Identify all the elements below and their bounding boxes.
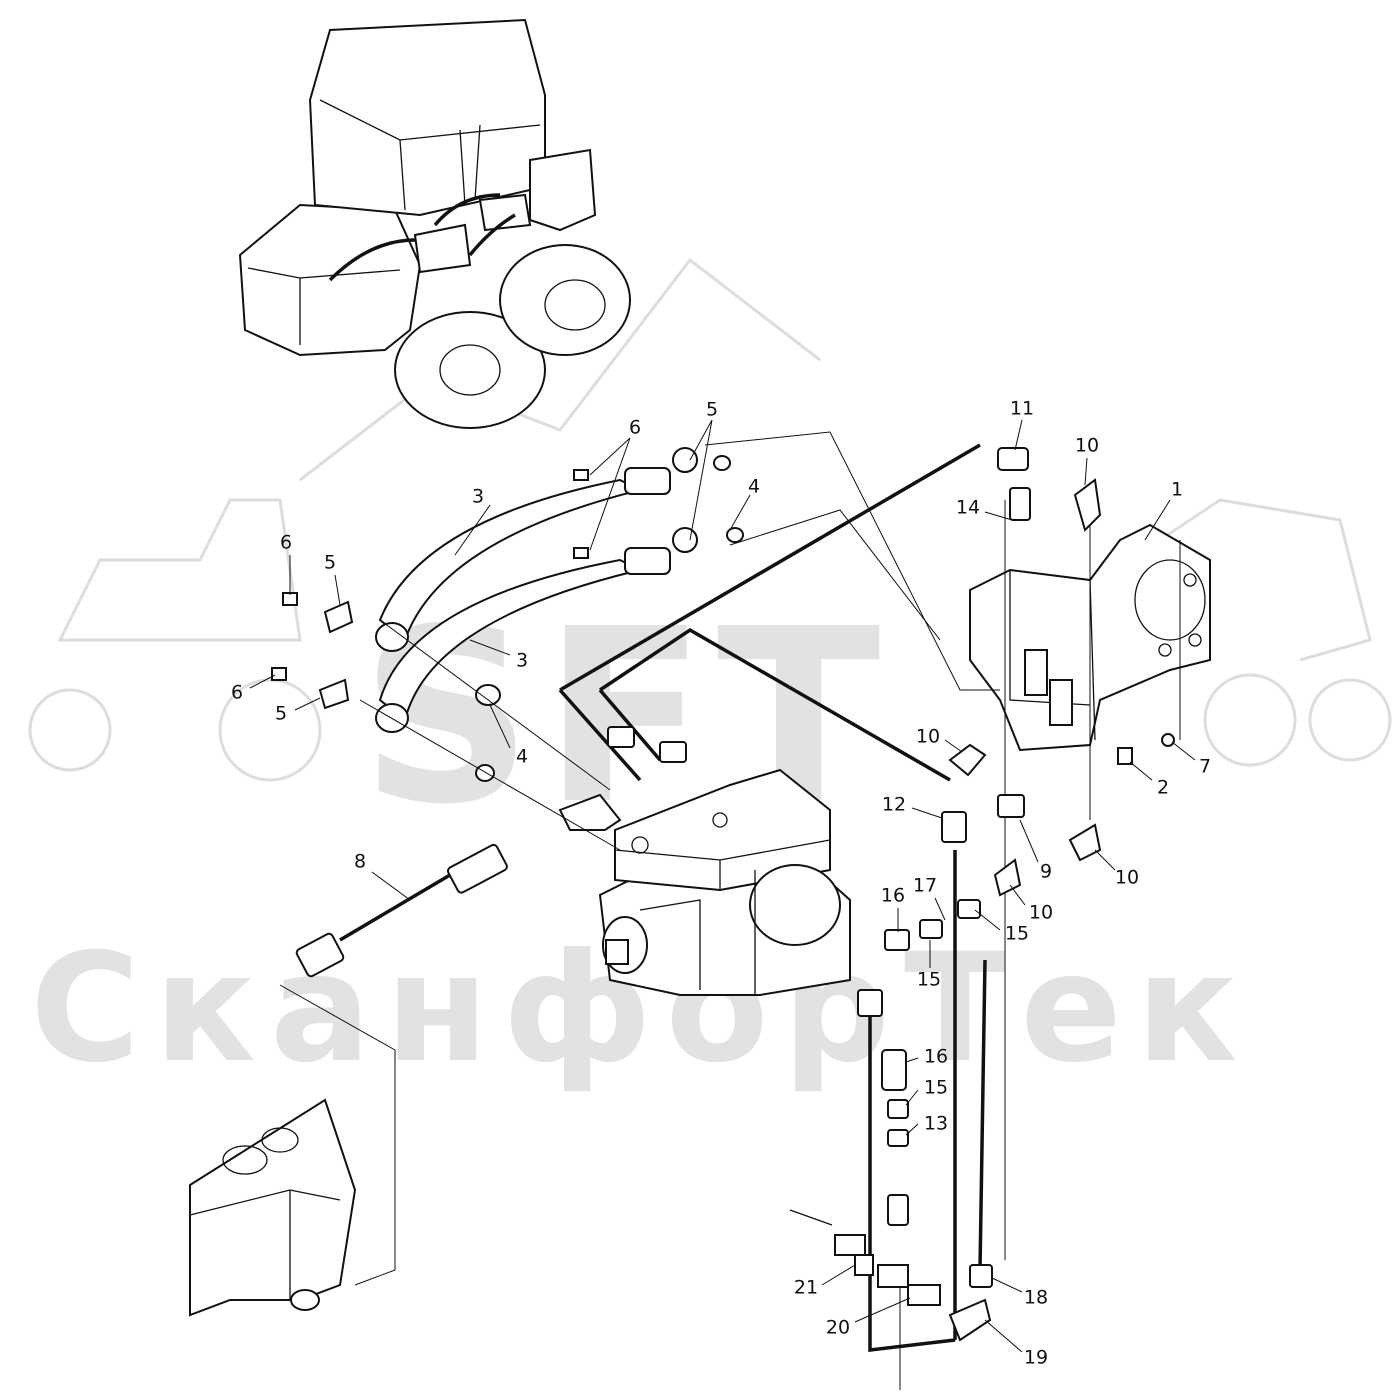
- pipes: [279, 431, 1181, 1390]
- main-pump: [598, 768, 851, 996]
- hydraulic-tank: [189, 1098, 357, 1317]
- machine-overview: [238, 18, 631, 429]
- callouts: 11 10 1 14 5 6 4 3 6 5 3 6 5 10 4 7 2 12…: [231, 398, 1211, 1369]
- callout-5: 5: [324, 552, 336, 574]
- callout-18: 18: [1024, 1287, 1048, 1309]
- fittings: [607, 447, 1102, 1342]
- suction-hose: [295, 793, 622, 978]
- callout-1: 1: [1171, 479, 1183, 501]
- callout-15: 15: [924, 1077, 948, 1099]
- callout-3: 3: [516, 650, 528, 672]
- callout-6: 6: [280, 532, 292, 554]
- callout-5: 5: [275, 703, 287, 725]
- callout-11: 11: [1010, 398, 1034, 420]
- hoses: [375, 447, 698, 733]
- callout-10: 10: [1075, 435, 1099, 457]
- callout-16: 16: [881, 885, 905, 907]
- callout-leaders: [249, 419, 1196, 1353]
- small-parts: [271, 455, 1175, 782]
- callout-12: 12: [882, 794, 906, 816]
- watermark-machine-icons: [28, 257, 1392, 782]
- callout-2: 2: [1157, 777, 1169, 799]
- callout-10: 10: [1115, 867, 1139, 889]
- callout-14: 14: [956, 497, 980, 519]
- callout-16: 16: [924, 1046, 948, 1068]
- callout-6: 6: [629, 417, 641, 439]
- callout-7: 7: [1199, 756, 1211, 778]
- callout-17: 17: [913, 875, 937, 897]
- callout-5: 5: [706, 399, 718, 421]
- callout-15: 15: [917, 969, 941, 991]
- callout-15: 15: [1005, 923, 1029, 945]
- callout-10: 10: [916, 726, 940, 748]
- callout-19: 19: [1024, 1347, 1048, 1369]
- callout-10: 10: [1029, 902, 1053, 924]
- callout-8: 8: [354, 851, 366, 873]
- callout-20: 20: [826, 1317, 850, 1339]
- callout-3: 3: [472, 486, 484, 508]
- callout-21: 21: [794, 1277, 818, 1299]
- callout-13: 13: [924, 1113, 948, 1135]
- callout-4: 4: [516, 746, 528, 768]
- callout-6: 6: [231, 682, 243, 704]
- callout-9: 9: [1040, 861, 1052, 883]
- callout-4: 4: [748, 476, 760, 498]
